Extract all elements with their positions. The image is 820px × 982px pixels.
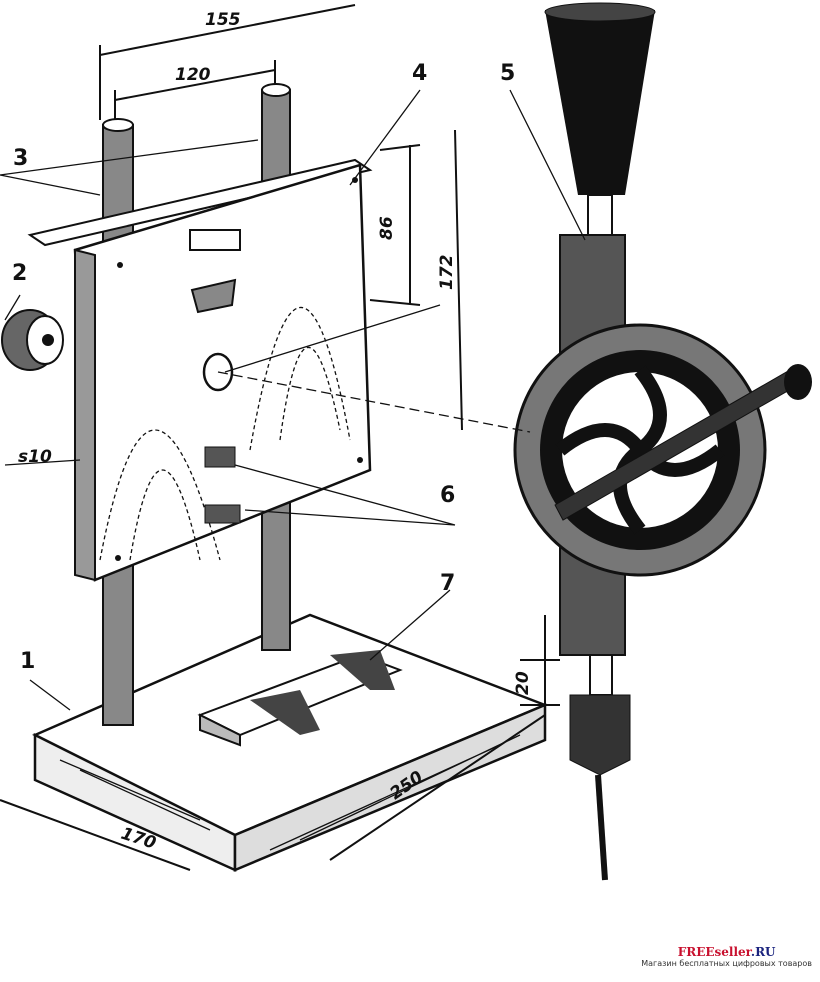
- dim-172: 172: [437, 255, 457, 291]
- dim-s10: s10: [18, 447, 52, 467]
- clamp-knob-2: [1, 309, 64, 371]
- carriage-plate-4: [27, 158, 373, 582]
- dim-20: 20: [513, 671, 533, 695]
- dim-86: 86: [377, 216, 397, 240]
- watermark-tagline: Магазин бесплатных цифровых товаров: [641, 959, 812, 968]
- clamp-part-7: [197, 650, 403, 747]
- callout-7: 7: [440, 571, 455, 596]
- callout-1: 1: [20, 649, 35, 674]
- dim-155: 155: [205, 10, 241, 30]
- callout-leaders: [0, 89, 586, 711]
- dimension-lines: [0, 4, 560, 871]
- callout-6: 6: [440, 483, 455, 508]
- watermark-brand: FREEseller: [677, 945, 751, 959]
- callout-3: 3: [13, 146, 28, 171]
- hand-drill-5: [513, 2, 812, 881]
- callout-4: 4: [412, 61, 427, 86]
- callout-2: 2: [12, 261, 27, 286]
- watermark: FREEseller.RU Магазин бесплатных цифровы…: [639, 944, 814, 970]
- watermark-domain: .RU: [750, 945, 776, 959]
- callout-5: 5: [500, 61, 515, 86]
- dim-120: 120: [175, 65, 211, 85]
